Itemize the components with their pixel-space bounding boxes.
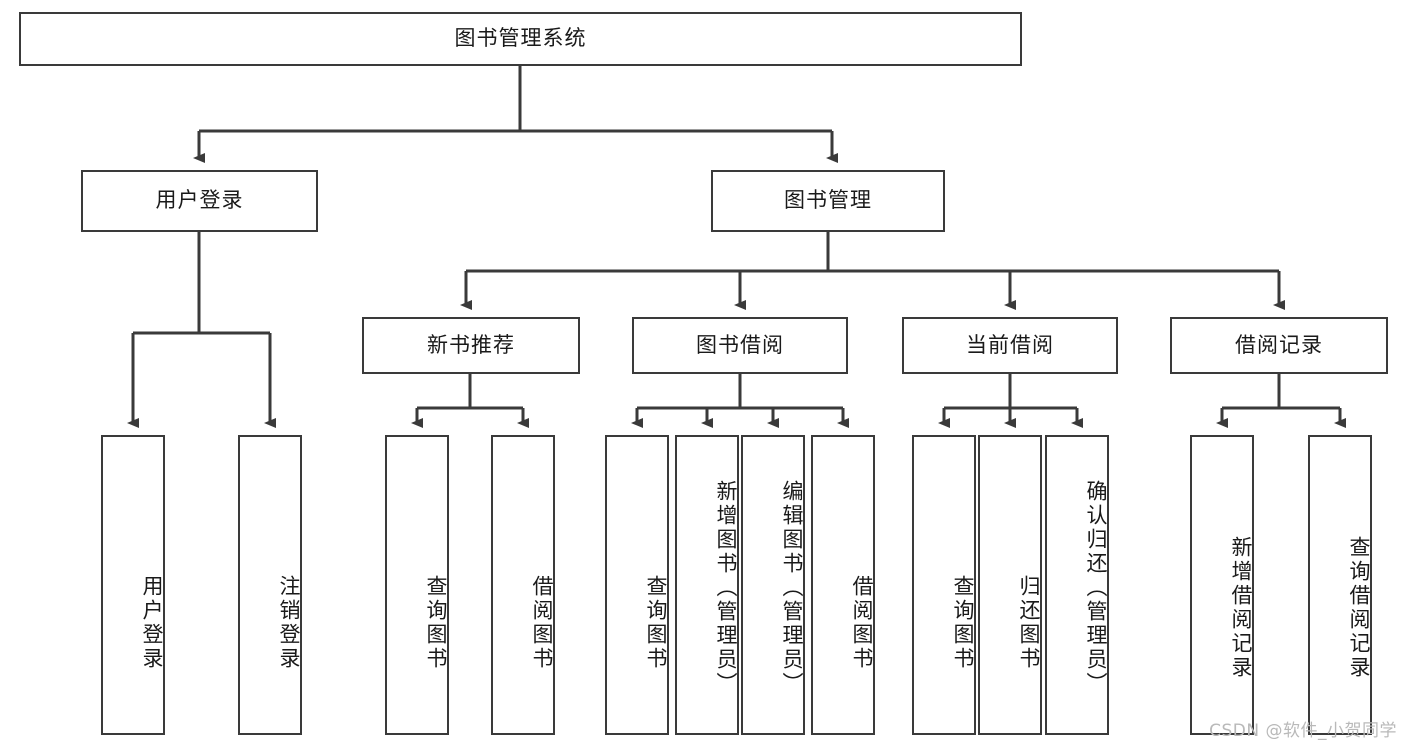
leaf-new-book-borrow[interactable]: 借阅图书: [491, 435, 555, 735]
node-new-book-recommend[interactable]: 新书推荐: [362, 317, 580, 374]
leaf-new-book-query[interactable]: 查询图书: [385, 435, 449, 735]
leaf-borrow-record-add[interactable]: 新增借阅记录: [1190, 435, 1254, 735]
watermark: CSDN @软件_小贺同学: [1209, 721, 1397, 741]
leaf-current-borrow-confirm-admin[interactable]: 确认归还（管理员）: [1045, 435, 1109, 735]
leaf-book-borrow-add-admin[interactable]: 新增图书（管理员）: [675, 435, 739, 735]
node-user-login[interactable]: 用户登录: [81, 170, 318, 232]
leaf-user-login-logout[interactable]: 注销登录: [238, 435, 302, 735]
leaf-book-borrow-query[interactable]: 查询图书: [605, 435, 669, 735]
node-borrow-record[interactable]: 借阅记录: [1170, 317, 1388, 374]
leaf-current-borrow-query[interactable]: 查询图书: [912, 435, 976, 735]
leaf-book-borrow-borrow[interactable]: 借阅图书: [811, 435, 875, 735]
node-book-borrow[interactable]: 图书借阅: [632, 317, 848, 374]
leaf-user-login-login[interactable]: 用户登录: [101, 435, 165, 735]
node-current-borrow[interactable]: 当前借阅: [902, 317, 1118, 374]
node-root-system[interactable]: 图书管理系统: [19, 12, 1022, 66]
node-book-management[interactable]: 图书管理: [711, 170, 945, 232]
leaf-borrow-record-query[interactable]: 查询借阅记录: [1308, 435, 1372, 735]
leaf-book-borrow-edit-admin[interactable]: 编辑图书（管理员）: [741, 435, 805, 735]
leaf-current-borrow-return[interactable]: 归还图书: [978, 435, 1042, 735]
